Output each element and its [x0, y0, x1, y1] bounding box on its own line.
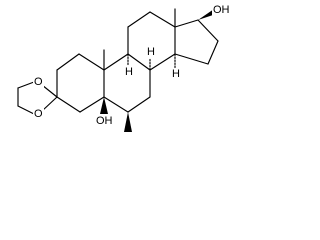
oh-top-text: OH — [213, 4, 230, 16]
ring-c — [127, 11, 176, 71]
steroid-skeletal-structure: OH OH O O H H H — [17, 3, 234, 132]
methyl-c6 — [124, 112, 132, 132]
ring-a — [56, 53, 105, 113]
oh-c17-bond — [198, 9, 216, 20]
h2-text: H — [147, 46, 155, 58]
label-ether-o2: O — [33, 108, 44, 121]
label-ether-o1: O — [33, 75, 44, 88]
label-oh-top: OH — [212, 3, 234, 16]
h3-text: H — [172, 68, 180, 80]
ring-d — [174, 19, 219, 65]
label-h3: H — [171, 68, 181, 80]
h1-text: H — [125, 66, 133, 78]
oh-c5-bond — [100, 97, 108, 114]
ring-b — [103, 53, 151, 113]
label-h1: H — [124, 66, 134, 78]
ether-o1-text: O — [34, 76, 43, 88]
dioxolane-ring — [17, 81, 58, 115]
oh-bottom-text: OH — [96, 115, 113, 127]
ether-o2-text: O — [34, 108, 43, 120]
label-h2: H — [146, 46, 156, 58]
label-oh-bottom: OH — [95, 114, 117, 128]
